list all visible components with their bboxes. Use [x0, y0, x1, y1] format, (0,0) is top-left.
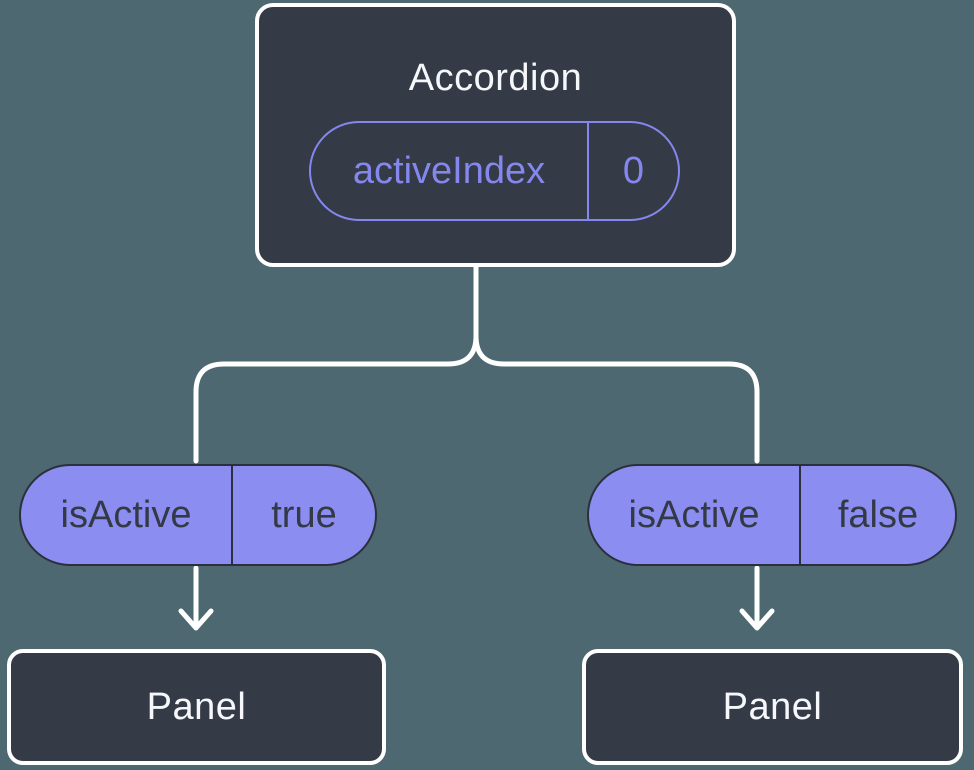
- prop-pill-left-value: true: [231, 466, 375, 564]
- arrow-down-right-icon: [739, 565, 775, 631]
- state-pill: activeIndex 0: [309, 121, 680, 221]
- prop-pill-left-label: isActive: [60, 493, 192, 536]
- panel-left-title: Panel: [146, 685, 247, 728]
- panel-right-title: Panel: [722, 685, 823, 728]
- prop-pill-right-value: false: [799, 466, 955, 564]
- branch-line-right: [473, 333, 760, 464]
- state-pill-value: 0: [587, 123, 678, 219]
- accordion-node: Accordion activeIndex 0: [255, 3, 736, 267]
- state-pill-label: activeIndex: [352, 149, 546, 192]
- panel-node-right: Panel: [582, 649, 963, 765]
- prop-pill-left: isActive true: [19, 464, 377, 566]
- arrow-down-left-icon: [178, 565, 214, 631]
- prop-pill-right-label: isActive: [628, 493, 760, 536]
- accordion-node-title: Accordion: [408, 57, 583, 99]
- branch-line-left: [193, 262, 479, 464]
- prop-pill-right: isActive false: [587, 464, 957, 566]
- panel-node-left: Panel: [7, 649, 386, 765]
